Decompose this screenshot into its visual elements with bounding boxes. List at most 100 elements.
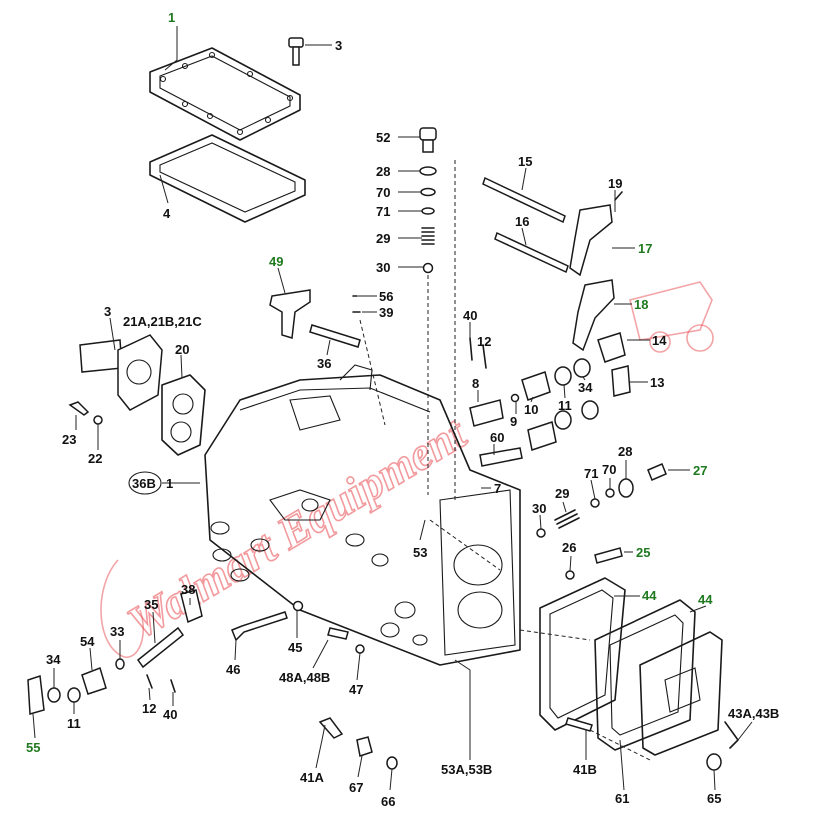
pin-part-12b [146, 674, 153, 689]
callout-19: 19 [608, 176, 622, 191]
callout-40b: 40 [163, 707, 177, 722]
shift-rod-part-36 [309, 324, 361, 348]
callout-17: 17 [638, 241, 652, 256]
callout-71b: 71 [584, 466, 598, 481]
cover-part-61 [594, 599, 696, 751]
gasket-part-44b [639, 631, 723, 756]
callout-30: 30 [376, 260, 390, 275]
callout-56: 56 [379, 289, 393, 304]
callout-30b: 30 [532, 501, 546, 516]
bolt-part-46 [231, 611, 288, 642]
callout-3b: 3 [104, 304, 111, 319]
callout-45: 45 [288, 640, 302, 655]
callout-44b: 44 [698, 592, 713, 607]
callout-10: 10 [524, 402, 538, 417]
shaft-part-38 [180, 589, 203, 624]
callout-11b: 11 [67, 716, 81, 731]
callout-1b: 1 [166, 476, 173, 491]
shift-fork-part-49 [269, 289, 311, 339]
plug-part-52 [419, 127, 437, 141]
callout-40: 40 [463, 308, 477, 323]
callout-60: 60 [490, 430, 504, 445]
callout-70: 70 [376, 185, 390, 200]
shift-fork-part-17 [569, 204, 613, 277]
washer-part-34 [573, 358, 591, 378]
washer-part-66 [386, 756, 398, 770]
shaft-part-35 [136, 626, 185, 669]
callout-55: 55 [26, 740, 40, 755]
lever-part-8 [469, 399, 504, 427]
bolt-part-41b [565, 717, 593, 732]
pin-part-19 [614, 191, 623, 201]
callout-25: 25 [636, 545, 650, 560]
callout-3: 3 [335, 38, 342, 53]
callout-53ab: 53A,53B [441, 762, 492, 777]
callout-65: 65 [707, 791, 721, 806]
callout-29: 29 [376, 231, 390, 246]
callout-39: 39 [379, 305, 393, 320]
bolt-part-25 [594, 547, 623, 564]
callout-labels: 1 3 4 52 28 70 71 29 30 15 16 19 17 18 4… [26, 10, 779, 809]
bolt-part-41a [318, 717, 344, 739]
assembly-lines [359, 160, 651, 761]
callout-27: 27 [693, 463, 707, 478]
callout-28: 28 [376, 164, 390, 179]
callout-36b: 36B [132, 476, 156, 491]
callout-52: 52 [376, 130, 390, 145]
callout-8: 8 [472, 376, 479, 391]
callout-53: 53 [413, 545, 427, 560]
clip-part-43 [724, 721, 739, 749]
callout-66: 66 [381, 794, 395, 809]
callout-13: 13 [650, 375, 664, 390]
spring-part-29b [554, 509, 580, 529]
callout-28b: 28 [618, 444, 632, 459]
callout-20: 20 [175, 342, 189, 357]
callout-46: 46 [226, 662, 240, 677]
callout-33: 33 [110, 624, 124, 639]
callout-70b: 70 [602, 462, 616, 477]
nut-part-65 [706, 753, 722, 771]
ball-part-30 [422, 262, 434, 274]
plug-part-27 [647, 463, 667, 481]
spring-part-29 [421, 227, 435, 245]
callout-21abc: 21A,21B,21C [123, 314, 202, 329]
callout-71: 71 [376, 204, 390, 219]
callout-9: 9 [510, 414, 517, 429]
callout-44a: 44 [642, 588, 657, 603]
shift-rods [482, 176, 623, 352]
lever-part-54 [81, 667, 107, 695]
shift-rod-part-15 [482, 176, 566, 224]
bolt-part-48 [327, 627, 349, 640]
gasket-part-4 [149, 134, 306, 223]
callout-1: 1 [168, 10, 175, 25]
lever-part-14 [597, 332, 626, 363]
oring-part-33 [115, 658, 125, 670]
callout-61: 61 [615, 791, 629, 806]
nut-part-67 [356, 736, 373, 757]
callout-34b: 34 [46, 652, 61, 667]
bolt-part-3 [288, 37, 304, 66]
callout-41a: 41A [300, 770, 324, 785]
top-cover-part-1 [149, 47, 301, 141]
leader-lines [32, 26, 753, 791]
callout-23: 23 [62, 432, 76, 447]
washer-part-34b [47, 687, 61, 703]
shaft-part-10 [521, 371, 551, 401]
callout-29b: 29 [555, 486, 569, 501]
callout-47: 47 [349, 682, 363, 697]
oring-part-11 [554, 366, 572, 386]
ring-part-71b [590, 498, 600, 508]
callout-35: 35 [144, 597, 158, 612]
lever-part-13 [611, 365, 631, 397]
shift-lever-group [469, 332, 631, 467]
callout-54: 54 [80, 634, 95, 649]
callout-49: 49 [269, 254, 283, 269]
gasket-part-20 [161, 374, 206, 456]
callout-12: 12 [477, 334, 491, 349]
washer-part-26 [565, 570, 575, 580]
washer-part-22 [93, 415, 103, 425]
left-lower-parts [27, 589, 398, 770]
oring-part-9 [510, 393, 520, 403]
